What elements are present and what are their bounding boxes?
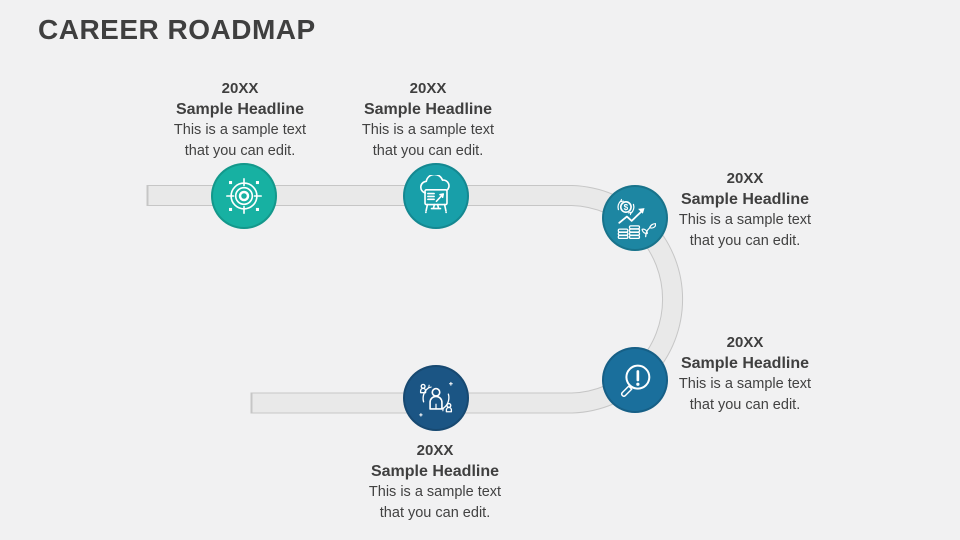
headline: Sample Headline [363,101,493,118]
headline: Sample Headline [680,191,810,208]
body-text: This is a sample text that you can edit. [173,122,307,159]
page-title: CAREER ROADMAP [38,14,316,45]
target-icon [226,178,262,214]
milestone-text-1: 20XX Sample Headline This is a sample te… [150,79,330,162]
headline: Sample Headline [680,355,810,372]
year-label: 20XX [221,80,259,97]
cloud-computer-icon [420,175,450,214]
people-cycle-icon [419,381,453,417]
svg-text:$: $ [624,203,629,212]
milestone-node-3: $ [602,185,668,251]
milestone-text-2: 20XX Sample Headline This is a sample te… [338,79,518,162]
milestone-node-4 [602,347,668,413]
milestone-node-2 [403,163,469,229]
road-border [146,185,684,414]
financial-growth-icon: $ [617,198,656,239]
headline: Sample Headline [175,101,305,118]
year-label: 20XX [726,170,764,187]
headline: Sample Headline [370,463,500,480]
milestone-node-5 [403,365,469,431]
body-text: This is a sample text that you can edit. [678,376,812,413]
milestone-text-3: 20XX Sample Headline This is a sample te… [655,169,835,252]
year-label: 20XX [409,80,447,97]
body-text: This is a sample text that you can edit. [361,122,495,159]
milestone-node-1 [211,163,277,229]
body-text: This is a sample text that you can edit. [678,212,812,249]
year-label: 20XX [416,442,454,459]
body-text: This is a sample text that you can edit. [368,484,502,521]
milestone-text-4: 20XX Sample Headline This is a sample te… [655,333,835,416]
road-surface [148,186,683,413]
year-label: 20XX [726,334,764,351]
magnifier-alert-icon [621,364,651,397]
milestone-text-5: 20XX Sample Headline This is a sample te… [345,441,525,524]
